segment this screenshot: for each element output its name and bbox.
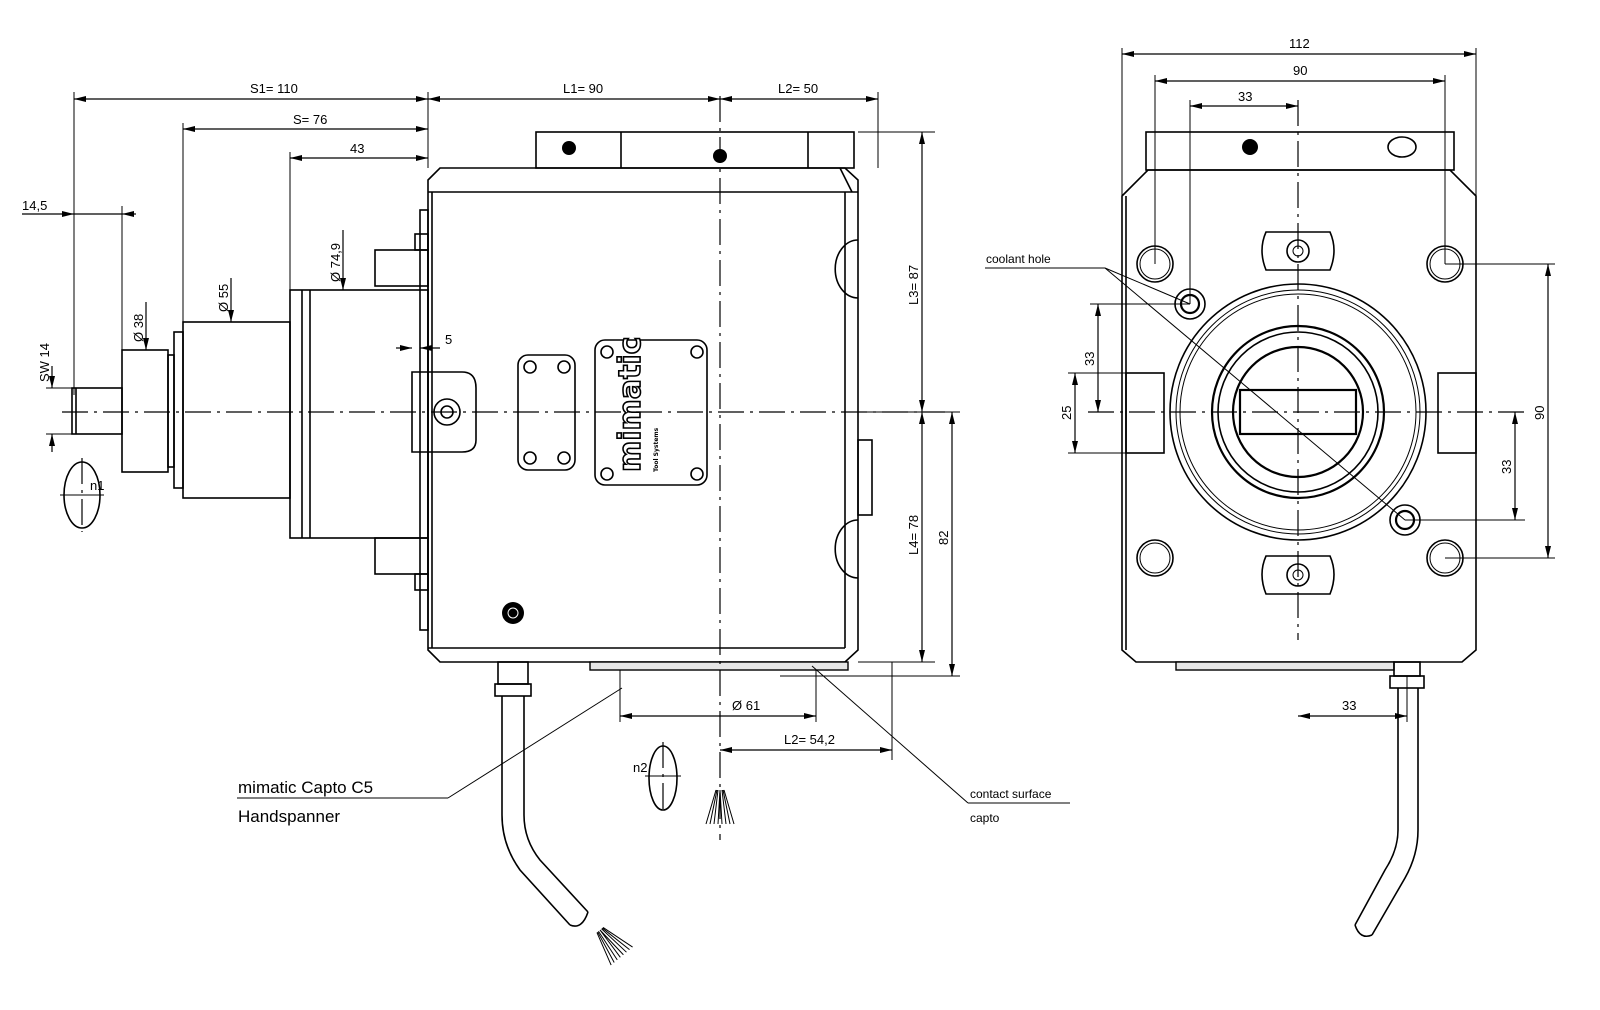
label-n2: n2 xyxy=(633,760,647,775)
coolant-hose-front xyxy=(1354,688,1399,926)
dim-dia61: Ø 61 xyxy=(732,698,760,713)
screw-icon xyxy=(502,602,524,624)
side-view: mimatic Tool Systems S1= 110 xyxy=(22,81,1070,966)
label-n1: n1 xyxy=(90,478,104,493)
dim-s1: S1= 110 xyxy=(250,81,298,96)
dims-bottom: Ø 61 L2= 54,2 xyxy=(619,662,893,760)
dim-sw14: SW 14 xyxy=(37,343,52,382)
dims-diameters: Ø 38 Ø 55 Ø 74,9 SW 14 5 xyxy=(37,230,452,452)
dim-90-top: 90 xyxy=(1293,63,1307,78)
dim-l2-top: L2= 50 xyxy=(778,81,818,96)
callout-coolant-label: coolant hole xyxy=(986,252,1051,266)
coolant-hose xyxy=(501,696,633,966)
dims-top: S1= 110 S= 76 43 L1= 90 L2= 50 14,5 xyxy=(22,81,879,395)
coolant-spray-icon xyxy=(705,789,735,825)
front-view: 112 90 33 33 25 90 33 33 xyxy=(985,36,1555,938)
dim-33-right: 33 xyxy=(1499,460,1514,474)
dim-l2-bottom: L2= 54,2 xyxy=(784,732,835,747)
dim-dia74-9: Ø 74,9 xyxy=(328,243,343,282)
dim-112: 112 xyxy=(1289,36,1310,51)
dim-5: 5 xyxy=(445,332,452,347)
capto-interface xyxy=(1169,283,1427,541)
front-dims: 112 90 33 33 25 90 33 33 xyxy=(1059,36,1555,722)
dim-25: 25 xyxy=(1059,406,1074,420)
rotation-n2: n2 xyxy=(633,742,681,812)
brand-logo: mimatic xyxy=(613,337,648,472)
dim-s: S= 76 xyxy=(293,112,327,127)
brand-subtitle: Tool Systems xyxy=(653,427,660,472)
dim-dia38: Ø 38 xyxy=(131,314,146,342)
dim-l3: L3= 87 xyxy=(906,265,921,305)
dim-90-right: 90 xyxy=(1532,406,1547,420)
dim-43: 43 xyxy=(350,141,364,156)
dim-82: 82 xyxy=(936,531,951,545)
callout-capto: mimatic Capto C5 Handspanner xyxy=(237,687,623,826)
dim-14-5: 14,5 xyxy=(22,198,47,213)
dim-l1: L1= 90 xyxy=(563,81,603,96)
callout-capto-line2: Handspanner xyxy=(238,807,340,826)
rotation-n1: n1 xyxy=(60,458,104,532)
callout-contact-line1: contact surface xyxy=(970,787,1052,801)
dim-dia55: Ø 55 xyxy=(216,284,231,312)
dim-33-bottom: 33 xyxy=(1342,698,1356,713)
callout-contact: contact surface capto xyxy=(811,665,1070,825)
dim-33-left: 33 xyxy=(1082,352,1097,366)
spindle-stack xyxy=(71,289,429,539)
callout-coolant: coolant hole xyxy=(985,252,1406,521)
screw-icon xyxy=(562,141,576,155)
nameplate-logo: mimatic Tool Systems xyxy=(594,336,708,486)
callout-capto-line1: mimatic Capto C5 xyxy=(238,778,373,797)
dim-l4: L4= 78 xyxy=(906,515,921,555)
screw-icon xyxy=(1242,139,1258,155)
dim-33-top: 33 xyxy=(1238,89,1252,104)
callout-contact-line2: capto xyxy=(970,811,1000,825)
dims-right: L3= 87 L4= 78 82 xyxy=(780,131,960,677)
